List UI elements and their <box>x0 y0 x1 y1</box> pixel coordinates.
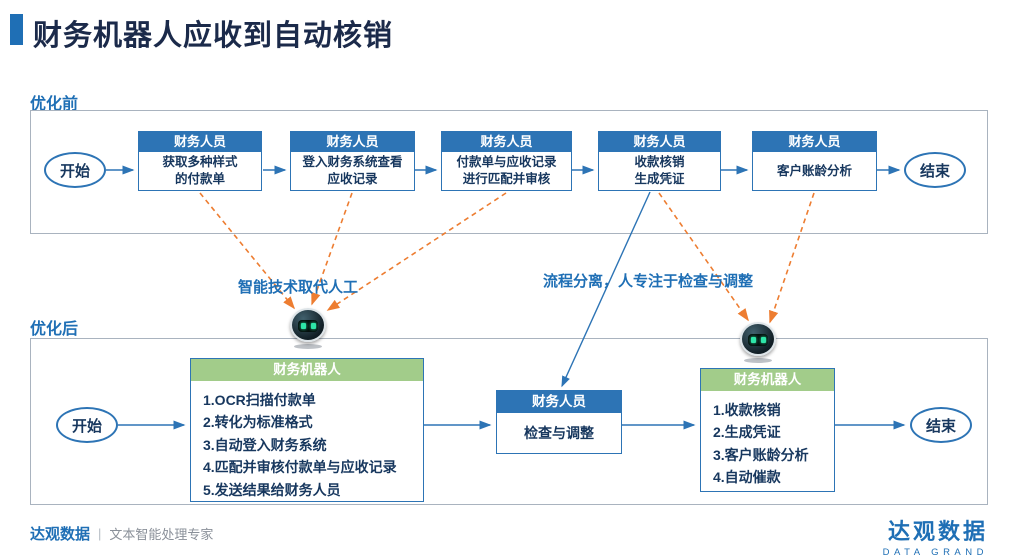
before-end-oval: 结束 <box>904 152 966 188</box>
before-step-5-header: 财务人员 <box>753 132 876 152</box>
robot-task-item: 2.转化为标准格式 <box>203 414 313 431</box>
before-step-1-header: 财务人员 <box>139 132 261 152</box>
title-accent-bar <box>10 14 23 45</box>
before-step-4: 财务人员 收款核销 生成凭证 <box>598 131 721 191</box>
robot-task-item: 1.OCR扫描付款单 <box>203 392 316 408</box>
brand-logo-name: 达观数据 <box>887 519 988 544</box>
after-robot-box-1-header: 财务机器人 <box>191 359 423 381</box>
after-end-oval: 结束 <box>910 407 972 443</box>
robot-task-item: 2.生成凭证 <box>713 424 781 441</box>
after-human-box-header: 财务人员 <box>497 391 621 413</box>
after-section-label: 优化后 <box>30 321 79 338</box>
after-robot-box-1: 财务机器人 1.OCR扫描付款单 2.转化为标准格式 3.自动登入财务系统 4.… <box>190 358 424 502</box>
robot-task-item: 3.客户账龄分析 <box>713 446 809 463</box>
robot-icon <box>738 322 778 363</box>
robot-task-item: 4.自动催款 <box>713 469 781 486</box>
page-title: 财务机器人应收到自动核销 <box>33 20 394 52</box>
before-step-1-body: 获取多种样式 的付款单 <box>162 155 238 186</box>
robot-eye-icon <box>760 337 766 343</box>
before-step-5: 财务人员 客户账龄分析 <box>752 131 877 191</box>
brand-logo: 达观数据 DATA GRAND <box>883 514 988 555</box>
robot-head-icon <box>740 322 776 356</box>
robot-eye-icon <box>750 337 756 343</box>
robot-task-item: 3.自动登入财务系统 <box>203 436 327 453</box>
robot-icon <box>288 308 328 349</box>
before-step-2: 财务人员 登入财务系统查看 应收记录 <box>290 131 415 191</box>
before-step-3-body: 付款单与应收记录 进行匹配并审核 <box>456 155 557 186</box>
after-start-oval: 开始 <box>56 407 118 443</box>
after-human-box-body: 检查与调整 <box>524 425 594 441</box>
after-frame <box>30 338 988 505</box>
robot-eye-icon <box>310 323 316 329</box>
before-start-oval: 开始 <box>44 152 106 188</box>
robot-eye-icon <box>300 323 306 329</box>
robot-shadow <box>744 358 772 363</box>
robot-visor-icon <box>298 320 318 332</box>
before-step-3-header: 财务人员 <box>442 132 571 152</box>
after-robot-box-1-list: 1.OCR扫描付款单 2.转化为标准格式 3.自动登入财务系统 4.匹配并审核付… <box>191 381 423 507</box>
annotation-replace-manual: 智能技术取代人工 <box>238 279 359 296</box>
annotation-process-split: 流程分离，人专注于检查与调整 <box>543 273 754 290</box>
before-step-3: 财务人员 付款单与应收记录 进行匹配并审核 <box>441 131 572 191</box>
robot-task-item: 4.匹配并审核付款单与应收记录 <box>203 459 397 476</box>
robot-task-item: 5.发送结果给财务人员 <box>203 481 341 498</box>
robot-visor-icon <box>748 334 768 346</box>
footer-divider: | <box>98 526 102 541</box>
after-human-box: 财务人员 检查与调整 <box>496 390 622 454</box>
footer-tagline: 文本智能处理专家 <box>109 527 214 542</box>
before-step-2-header: 财务人员 <box>291 132 414 152</box>
before-step-5-body: 客户账龄分析 <box>776 163 852 178</box>
before-step-1: 财务人员 获取多种样式 的付款单 <box>138 131 262 191</box>
before-section-label: 优化前 <box>30 96 79 113</box>
before-step-4-body: 收款核销 生成凭证 <box>634 155 685 186</box>
robot-shadow <box>294 344 322 349</box>
before-step-4-header: 财务人员 <box>599 132 720 152</box>
footer-brand: 达观数据 <box>30 526 91 543</box>
after-robot-box-2: 财务机器人 1.收款核销 2.生成凭证 3.客户账龄分析 4.自动催款 <box>700 368 835 492</box>
brand-logo-subtitle: DATA GRAND <box>882 547 988 555</box>
before-frame <box>30 110 988 234</box>
robot-task-item: 1.收款核销 <box>713 402 781 418</box>
after-robot-box-2-header: 财务机器人 <box>701 369 834 391</box>
robot-head-icon <box>290 308 326 342</box>
before-step-2-body: 登入财务系统查看 应收记录 <box>302 155 403 186</box>
footer: 达观数据 | 文本智能处理专家 <box>30 523 213 544</box>
after-robot-box-2-list: 1.收款核销 2.生成凭证 3.客户账龄分析 4.自动催款 <box>701 391 834 495</box>
